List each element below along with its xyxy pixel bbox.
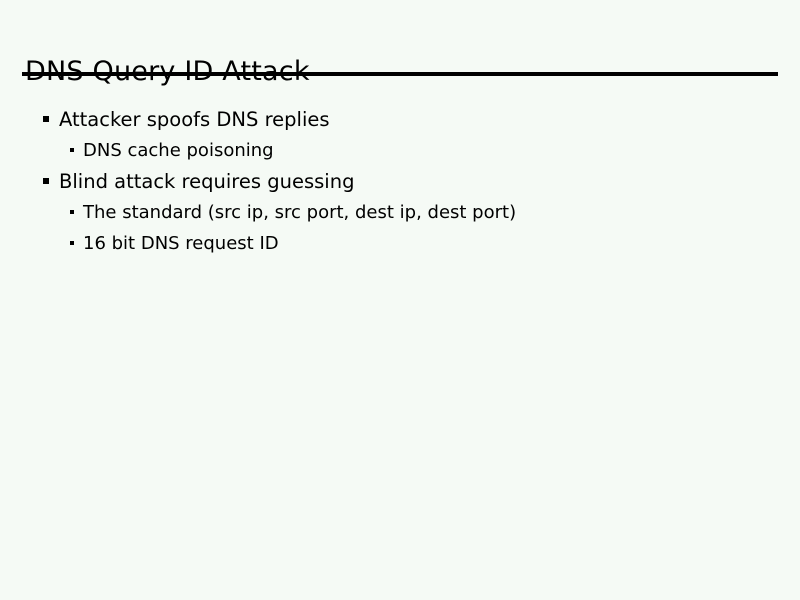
list-item-label: The standard (src ip, src port, dest ip,… — [83, 202, 517, 223]
list-item-label: Blind attack requires guessing — [59, 170, 355, 193]
square-bullet-icon — [43, 178, 49, 184]
list-item: Attacker spoofs DNS replies — [0, 108, 800, 139]
small-square-bullet-icon — [70, 148, 74, 152]
title-underline-rule — [22, 72, 778, 76]
bullet-list: Attacker spoofs DNS replies DNS cache po… — [0, 108, 800, 263]
small-square-bullet-icon — [70, 210, 74, 214]
square-bullet-icon — [43, 116, 49, 122]
list-item-label: 16 bit DNS request ID — [83, 233, 279, 254]
list-item: Blind attack requires guessing — [0, 170, 800, 201]
page-title: DNS Query ID Attack — [25, 56, 765, 88]
list-item: DNS cache poisoning — [0, 139, 800, 170]
small-square-bullet-icon — [70, 241, 74, 245]
list-item: The standard (src ip, src port, dest ip,… — [0, 201, 800, 232]
list-item-label: DNS cache poisoning — [83, 140, 274, 161]
list-item: 16 bit DNS request ID — [0, 232, 800, 263]
list-item-label: Attacker spoofs DNS replies — [59, 108, 330, 131]
